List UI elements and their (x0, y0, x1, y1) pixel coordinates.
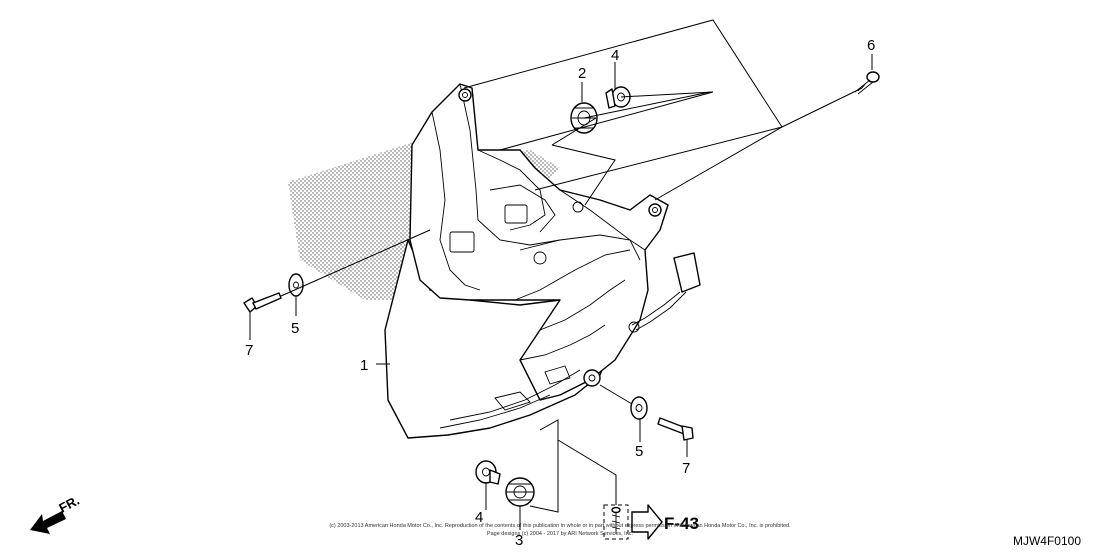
copyright-line-2: Page designs (c) 2004 - 2017 by ARI Netw… (487, 531, 634, 537)
callout-7-left: 7 (245, 342, 253, 359)
front-direction-arrow: FR. (30, 493, 82, 534)
collar-lower[interactable] (475, 460, 501, 485)
callout-3: 3 (515, 532, 523, 549)
tapping-screw[interactable] (603, 504, 629, 540)
callout-2: 2 (578, 65, 586, 82)
collar-upper[interactable] (605, 86, 631, 109)
headlight-assembly[interactable] (384, 83, 701, 439)
reference-arrow[interactable]: F-43 (631, 504, 699, 540)
grommet-lower[interactable] (505, 477, 535, 507)
reference-label: F-43 (664, 514, 699, 533)
leader-lines (249, 19, 873, 530)
callout-4-lower: 4 (475, 509, 483, 526)
bolt-left[interactable] (243, 292, 282, 313)
copyright-line-1: (c) 2003-2013 American Honda Motor Co., … (329, 523, 791, 529)
callout-7-right: 7 (682, 460, 690, 477)
screw[interactable] (854, 71, 880, 95)
callout-5-left: 5 (291, 320, 299, 337)
bolt-right[interactable] (657, 417, 694, 441)
washer-left[interactable] (288, 273, 304, 297)
callout-1: 1 (360, 357, 368, 374)
diagram-code: MJW4F0100 (1013, 534, 1081, 548)
callout-4-upper: 4 (611, 47, 619, 64)
washer-right[interactable] (630, 396, 648, 420)
callout-5-right: 5 (635, 443, 643, 460)
callout-6: 6 (867, 37, 875, 54)
